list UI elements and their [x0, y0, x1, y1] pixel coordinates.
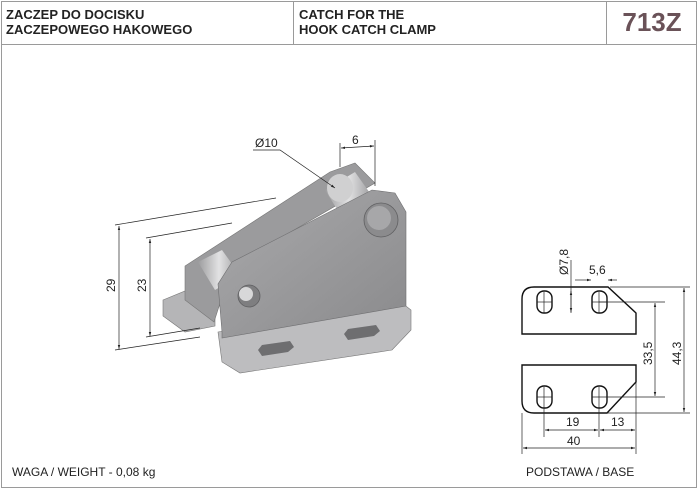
base-view — [521, 286, 637, 414]
pin-head — [367, 206, 391, 230]
front-hole-pin — [239, 287, 253, 301]
base-outline-bottom — [521, 364, 637, 414]
dim-height-pin: 23 — [135, 278, 149, 292]
weight-label: WAGA / WEIGHT - 0,08 kg — [12, 465, 156, 479]
iso-part-view — [162, 162, 412, 374]
back-plate — [184, 162, 376, 323]
title-english: CATCH FOR THE HOOK CATCH CLAMP — [299, 7, 436, 50]
title-polish-line1: ZACZEP DO DOCISKU — [6, 7, 145, 22]
front-plate — [217, 189, 407, 339]
dim-hole-to-edge: 13 — [611, 415, 625, 429]
header: ZACZEP DO DOCISKU ZACZEPOWEGO HAKOWEGO C… — [1, 1, 697, 45]
dim-plate-gap: 6 — [352, 133, 359, 147]
pin-end-back — [327, 174, 353, 202]
dim-total-width: 40 — [567, 434, 581, 448]
title-polish: ZACZEP DO DOCISKU ZACZEPOWEGO HAKOWEGO — [6, 7, 192, 50]
base-slot — [258, 341, 294, 356]
dim-total-height: 44,3 — [670, 341, 684, 365]
product-code: 713Z — [622, 7, 682, 37]
title-english-line2: HOOK CATCH CLAMP — [299, 22, 436, 37]
dim-hole-spacing-x: 19 — [566, 415, 580, 429]
title-english-line1: CATCH FOR THE — [299, 7, 405, 22]
dim-pin-diameter: Ø10 — [255, 136, 278, 150]
header-divider — [606, 1, 607, 44]
base-dimensions — [521, 260, 690, 454]
base-slot — [344, 325, 380, 340]
base-caption: PODSTAWA / BASE — [526, 465, 635, 479]
dim-height-total: 29 — [104, 278, 118, 292]
header-divider — [293, 1, 294, 44]
dim-hole-diameter: Ø7,8 — [557, 249, 571, 275]
base-outline-top — [521, 286, 637, 335]
dim-slot-length: 5,6 — [589, 263, 606, 277]
iso-dimensions — [114, 140, 376, 351]
title-polish-line2: ZACZEPOWEGO HAKOWEGO — [6, 22, 193, 37]
dim-hole-spacing-y: 33,5 — [641, 341, 655, 365]
